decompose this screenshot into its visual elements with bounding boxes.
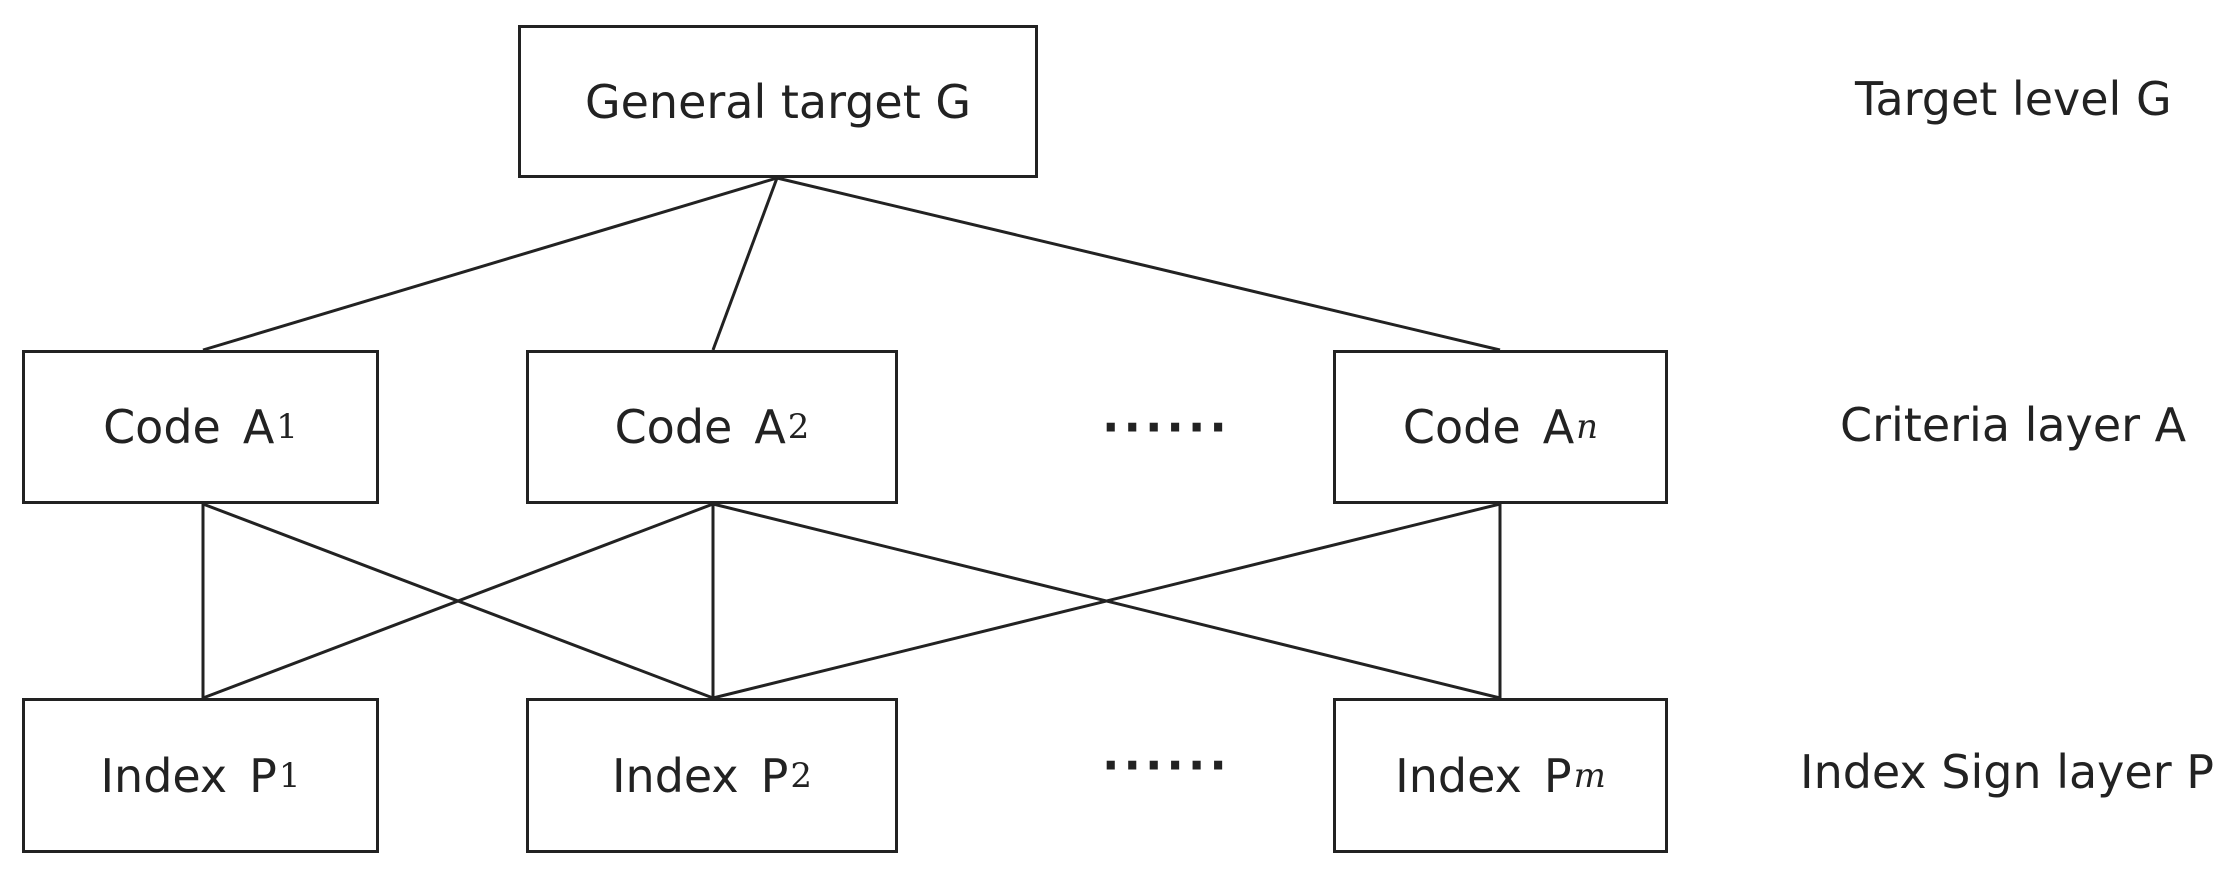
index-prefix: Index: [100, 748, 228, 803]
criteria-letter: A: [242, 400, 275, 454]
index-subscript: m: [1573, 755, 1606, 796]
index-letter: P: [249, 748, 277, 803]
level-label-index: Index Sign layer P: [1800, 745, 2214, 799]
edge-goal-criteria-n: [776, 176, 1501, 352]
criteria-letter: A: [1542, 400, 1575, 454]
index-prefix: Index: [611, 748, 739, 803]
edge-criteria-2-index-1: [202, 502, 714, 700]
goal-node: General target G: [518, 25, 1038, 178]
level-label-target: Target level G: [1855, 72, 2172, 126]
criteria-subscript: 2: [787, 407, 810, 447]
criteria-subscript: n: [1576, 407, 1599, 447]
criteria-prefix: Code: [614, 400, 733, 454]
index-ellipsis: ······: [1102, 738, 1231, 792]
criteria-prefix: Code: [1402, 400, 1521, 454]
index-subscript: 1: [278, 755, 301, 796]
goal-label: General target G: [584, 74, 972, 129]
criteria-prefix: Code: [103, 400, 221, 454]
criteria-letter: A: [754, 400, 786, 454]
index-letter: P: [760, 748, 789, 803]
edge-criteria-n-index-2: [712, 502, 1501, 700]
index-prefix: Index: [1395, 748, 1522, 803]
criteria-ellipsis: ······: [1102, 400, 1231, 454]
index-letter: P: [1543, 748, 1572, 803]
criteria-subscript: 1: [276, 407, 298, 447]
edge-goal-criteria-2: [711, 177, 779, 351]
edge-goal-criteria-1: [202, 176, 778, 352]
level-label-criteria: Criteria layer A: [1840, 398, 2187, 452]
index-subscript: 2: [790, 755, 813, 796]
